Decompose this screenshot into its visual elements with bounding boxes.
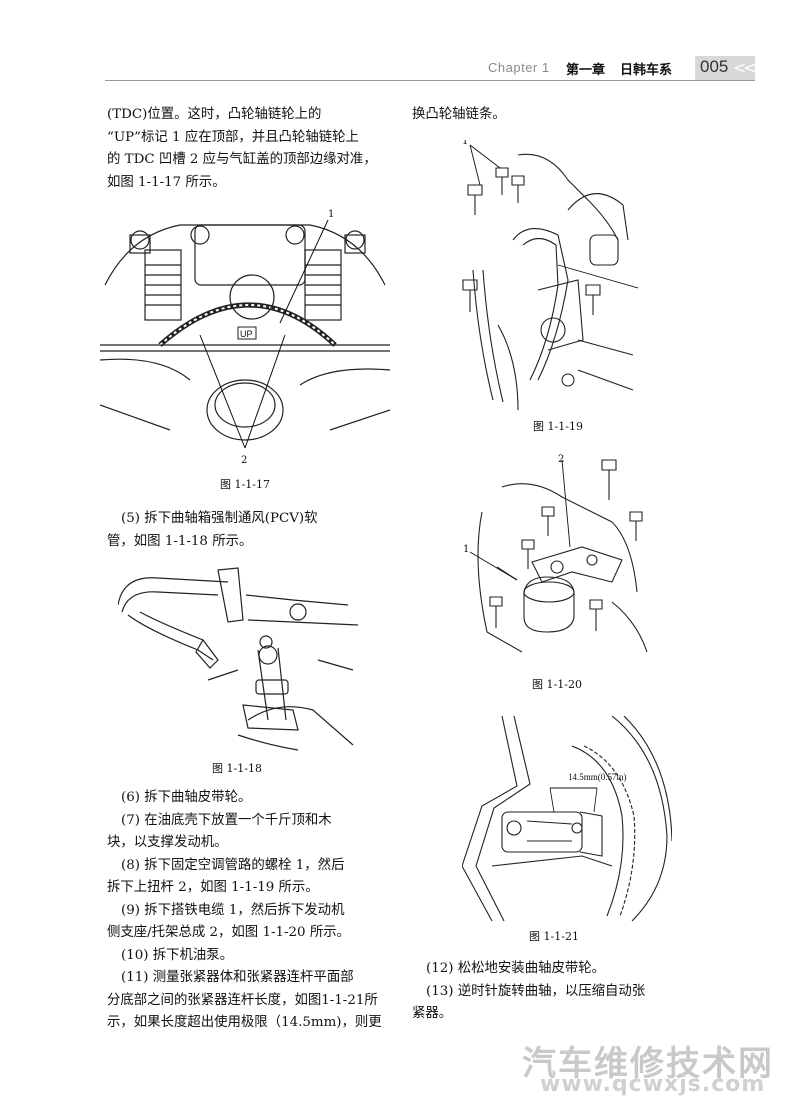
figure-1-1-21: 14.5mm(0.57in) bbox=[462, 716, 672, 922]
text-line: 示，如果长度超出使用极限（14.5mm)，则更 bbox=[107, 1015, 382, 1030]
text-line: (5) 拆下曲轴箱强制通风(PCV)软 bbox=[121, 511, 318, 526]
paragraph-steps-6-11: (6) 拆下曲轴皮带轮。 (7) 在油底壳下放置一个千斤顶和木 块，以支撑发动机… bbox=[107, 787, 389, 1035]
paragraph-steps-12-13: (12) 松松地安装曲轴皮带轮。 (13) 逆时针旋转曲轴，以压缩自动张 紧器。 bbox=[412, 958, 702, 1026]
figure-1-1-19: 1 2 bbox=[462, 140, 638, 411]
measurement-label: 14.5mm(0.57in) bbox=[568, 772, 627, 782]
text-line: (8) 拆下固定空调管路的螺栓 1，然后 bbox=[121, 857, 345, 873]
text-line: (11) 测量张紧器体和张紧器连杆平面部 bbox=[121, 970, 354, 985]
text-line: (7) 在油底壳下放置一个千斤顶和木 bbox=[121, 812, 332, 828]
double-chevron-left-icon: << bbox=[733, 58, 757, 77]
text-line: (13) 逆时针旋转曲轴，以压缩自动张 bbox=[426, 983, 646, 999]
paragraph-continuation: 换凸轮轴链条。 bbox=[412, 107, 506, 122]
text-line: 分底部之间的张紧器连杆长度，如图1-1-21所 bbox=[107, 992, 378, 1008]
caption-fig-1-1-19: 图 1-1-19 bbox=[533, 420, 583, 433]
text-line: (12) 松松地安装曲轴皮带轮。 bbox=[426, 961, 606, 976]
page-number: 005 bbox=[700, 57, 729, 76]
figure-1-1-20: 2 1 bbox=[463, 454, 648, 653]
caption-fig-1-1-17: 图 1-1-17 bbox=[220, 478, 270, 491]
figure-1-1-17: UP 1 2 bbox=[100, 209, 390, 466]
chapter-label-en: Chapter 1 bbox=[488, 60, 550, 75]
callout-2: 2 bbox=[558, 454, 564, 465]
text-line: “UP”标记 1 应在顶部，并且凸轮轴链轮上 bbox=[107, 129, 359, 145]
figure-1-1-18 bbox=[118, 567, 358, 751]
watermark-text: 汽车维修技术网 bbox=[522, 1044, 774, 1084]
up-stamp: UP bbox=[240, 329, 253, 339]
text-line: (TDC)位置。这时，凸轮轴链轮上的 bbox=[107, 107, 322, 122]
text-line: 如图 1-1-17 所示。 bbox=[107, 174, 226, 190]
caption-fig-1-1-18: 图 1-1-18 bbox=[212, 762, 262, 775]
paragraph-tdc: (TDC)位置。这时，凸轮轴链轮上的 “UP”标记 1 应在顶部，并且凸轮轴链轮… bbox=[107, 104, 389, 194]
callout-1: 1 bbox=[463, 544, 469, 555]
text-line: 紧器。 bbox=[412, 1006, 453, 1021]
text-line: (10) 拆下机油泵。 bbox=[121, 947, 234, 963]
text-line: 管，如图 1-1-18 所示。 bbox=[107, 533, 253, 549]
caption-fig-1-1-20: 图 1-1-20 bbox=[532, 678, 582, 691]
watermark-url: www.qcwxjs.com bbox=[540, 1072, 766, 1097]
text-line: 侧支座/托架总成 2，如图 1-1-20 所示。 bbox=[107, 925, 351, 940]
callout-1: 1 bbox=[462, 140, 468, 147]
caption-fig-1-1-21: 图 1-1-21 bbox=[529, 930, 579, 943]
text-line: 拆下上扭杆 2，如图 1-1-19 所示。 bbox=[107, 880, 319, 895]
chapter-label-cn: 第一章 bbox=[566, 63, 606, 78]
text-line: 的 TDC 凹槽 2 应与气缸盖的顶部边缘对准， bbox=[107, 152, 377, 167]
text-line: 块，以支撑发动机。 bbox=[107, 835, 228, 850]
series-title: 日韩车系 bbox=[620, 63, 673, 78]
callout-2: 2 bbox=[241, 455, 247, 466]
text-line: (9) 拆下搭铁电缆 1，然后拆下发动机 bbox=[121, 902, 345, 918]
header-rule bbox=[105, 80, 755, 81]
page-number-box bbox=[695, 56, 755, 80]
paragraph-step-5: (5) 拆下曲轴箱强制通风(PCV)软 管，如图 1-1-18 所示。 bbox=[107, 508, 389, 553]
callout-1: 1 bbox=[328, 209, 334, 220]
text-line: (6) 拆下曲轴皮带轮。 bbox=[121, 790, 252, 805]
